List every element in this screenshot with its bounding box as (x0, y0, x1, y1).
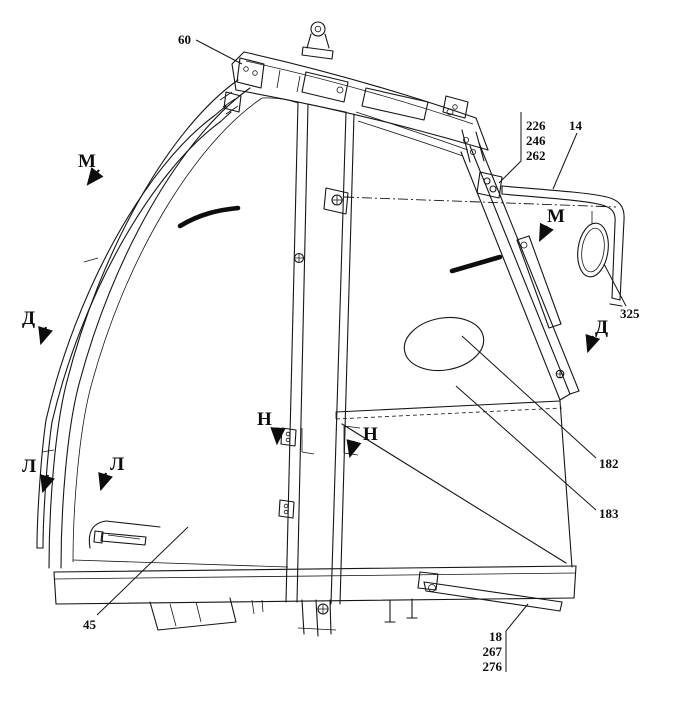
section-letter-l-left: Л (22, 456, 36, 477)
section-letter-n-right: Н (363, 424, 378, 445)
front-frame-group (36, 79, 299, 569)
section-letter-m-left: М (78, 151, 96, 172)
section-letter-d-left: Д (22, 308, 35, 329)
callout-18: 18 (489, 629, 503, 644)
base-frame-group (53, 565, 577, 605)
center-pillar-group (278, 101, 361, 605)
lower-step-strip (417, 571, 563, 612)
callout-45: 45 (83, 617, 97, 632)
section-letter-n-left: Н (257, 409, 272, 430)
callout-267: 267 (483, 644, 503, 659)
handrail-group (343, 171, 625, 307)
eye-bolt (301, 21, 334, 60)
view-arrow-m-left (86, 167, 104, 186)
view-arrow-m-right (539, 222, 554, 242)
gas-strut (516, 235, 562, 329)
view-arrow-d-right (585, 333, 601, 354)
right-window-group (335, 111, 580, 420)
view-arrow-n-left (270, 427, 286, 446)
callout-labels: 60 226 246 262 14 325 182 183 45 18 267 … (83, 32, 640, 674)
callout-262: 262 (526, 148, 546, 163)
leader-lines (96, 39, 627, 672)
callout-325: 325 (620, 306, 640, 321)
callout-226: 226 (526, 118, 546, 133)
section-letter-m-right: М (547, 206, 565, 227)
section-markers: М Д Л Л Н Н М Д (22, 151, 608, 494)
callout-276: 276 (483, 659, 503, 674)
oval-opening (403, 316, 485, 372)
view-arrow-d-left (38, 326, 53, 346)
callout-183: 183 (599, 506, 619, 521)
section-letter-l-right: Л (110, 454, 124, 475)
view-arrow-l-right (98, 472, 113, 492)
callout-182: 182 (599, 456, 619, 471)
callout-246: 246 (526, 133, 546, 148)
view-arrow-l-left (40, 474, 55, 494)
rear-view-mirror (577, 222, 609, 278)
roof-group (231, 21, 489, 163)
callout-60: 60 (178, 32, 191, 47)
section-letter-d-right: Д (595, 317, 608, 338)
view-arrow-n-right (346, 439, 362, 459)
callout-14: 14 (569, 118, 583, 133)
door-handle-group (88, 520, 161, 549)
underbody-group (149, 571, 563, 637)
wiper-blades (177, 205, 503, 274)
